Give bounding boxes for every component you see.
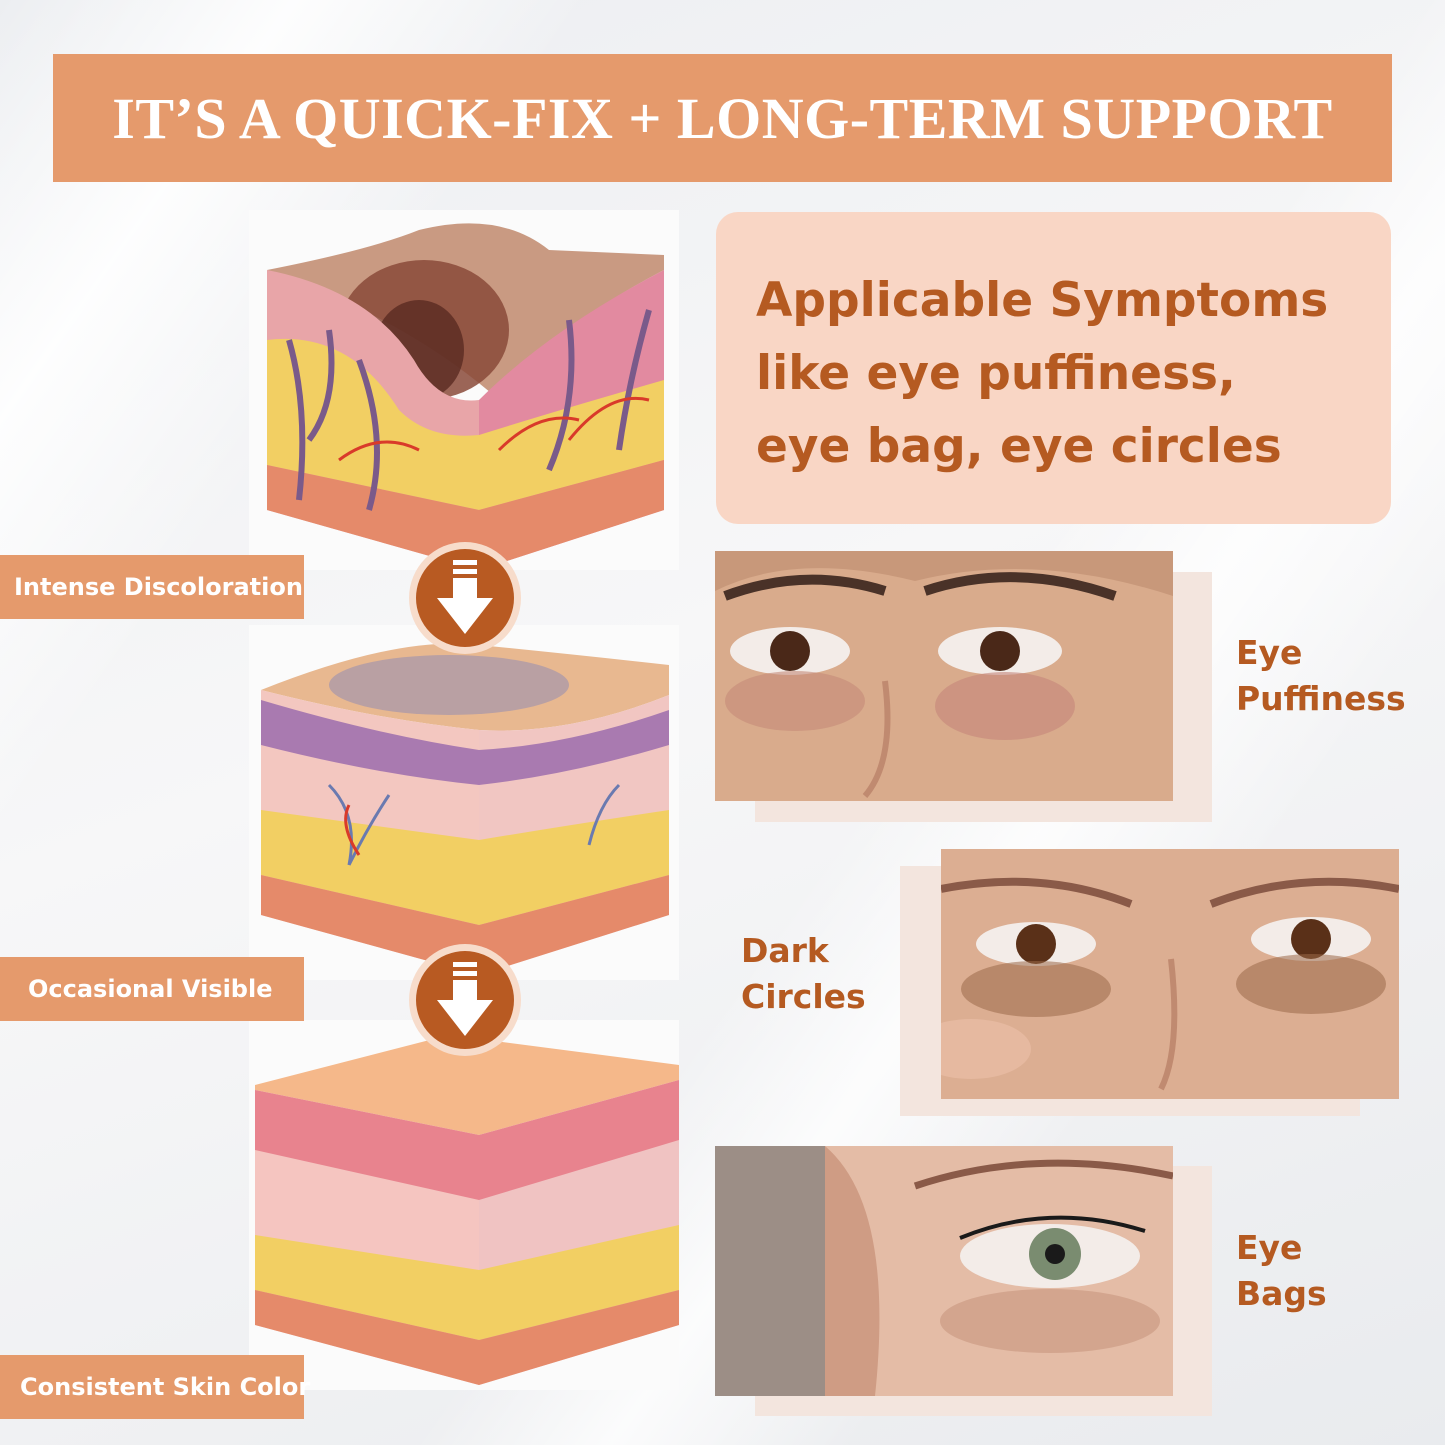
skin-illustration-consistent [249, 1020, 679, 1390]
stage-label-text: Occasional Visible [28, 975, 273, 1003]
eye-label-bags: Eye Bags [1236, 1225, 1327, 1317]
symptoms-line: eye bag, eye circles [756, 419, 1282, 474]
header-banner: IT’S A QUICK-FIX + LONG-TERM SUPPORT [53, 54, 1392, 182]
eye-label-dark-circles: Dark Circles [741, 928, 866, 1020]
eye-label-line: Dark [741, 931, 829, 970]
eye-bags-photo [715, 1146, 1173, 1396]
eye-puffiness-photo [715, 551, 1173, 801]
eye-label-line: Eye [1236, 1228, 1303, 1267]
stage-label-consistent: Consistent Skin Color [0, 1355, 310, 1419]
stage-label-intense: Intense Discoloration [0, 555, 304, 619]
banner-title: IT’S A QUICK-FIX + LONG-TERM SUPPORT [112, 85, 1333, 151]
eye-label-line: Eye [1236, 633, 1303, 672]
down-arrow-icon [407, 540, 523, 656]
skin-illustration-intense [249, 210, 679, 570]
dark-circles-photo [941, 849, 1399, 1099]
eye-label-puffiness: Eye Puffiness [1236, 630, 1406, 722]
skin-illustration-occasional [249, 625, 679, 980]
stage-label-occasional: Occasional Visible [0, 957, 304, 1021]
eye-label-line: Puffiness [1236, 679, 1406, 718]
symptoms-line: Applicable Symptoms [756, 273, 1329, 328]
down-arrow-icon [407, 942, 523, 1058]
eye-label-line: Bags [1236, 1274, 1327, 1313]
symptoms-line: like eye puffiness, [756, 346, 1236, 401]
stage-label-text: Consistent Skin Color [20, 1373, 311, 1401]
symptoms-card: Applicable Symptoms like eye puffiness, … [716, 212, 1391, 524]
stage-label-text: Intense Discoloration [14, 573, 303, 601]
eye-label-line: Circles [741, 977, 866, 1016]
